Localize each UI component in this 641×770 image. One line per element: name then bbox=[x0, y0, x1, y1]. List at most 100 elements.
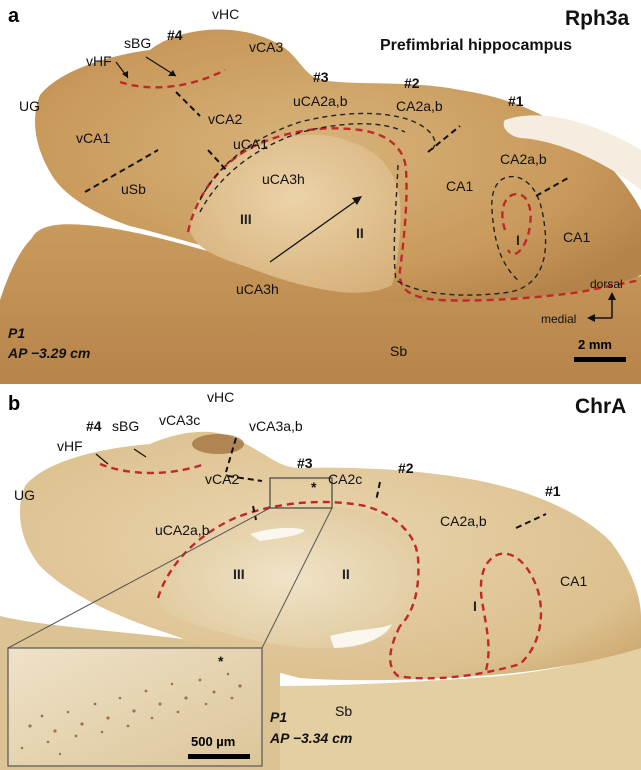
sector-b-2: #2 bbox=[398, 460, 414, 476]
divider-2 bbox=[427, 125, 461, 153]
stain-title-chra: ChrA bbox=[575, 395, 627, 418]
label-b-vca2: vCA2 bbox=[205, 471, 240, 487]
label-b-sb: Sb bbox=[335, 703, 353, 719]
divider-b-2 bbox=[375, 481, 381, 502]
scale-bar-a bbox=[574, 357, 626, 362]
compass-up-head bbox=[608, 292, 616, 300]
zone-b-ii: II bbox=[342, 566, 350, 582]
sector-b-1: #1 bbox=[545, 483, 561, 499]
scale-bar-b bbox=[188, 754, 250, 759]
label-b-vhc: vHC bbox=[207, 389, 235, 405]
arrow-b-sbg bbox=[133, 448, 147, 458]
tissue-sb-region bbox=[0, 224, 641, 384]
age-label-b: P1 bbox=[270, 709, 288, 725]
label-ca2ab-2: CA2a,b bbox=[396, 98, 443, 114]
boundary-red-1 bbox=[119, 68, 226, 89]
sector-1: #1 bbox=[508, 93, 524, 109]
zone-iii: III bbox=[240, 211, 252, 227]
tissue-dentate-region bbox=[190, 134, 401, 293]
label-uca2ab: uCA2a,b bbox=[293, 93, 348, 109]
arrow-uca3h bbox=[269, 197, 361, 263]
inset-connector-left bbox=[7, 507, 271, 649]
label-vca2: vCA2 bbox=[208, 111, 243, 127]
compass-dorsal: dorsal bbox=[590, 277, 623, 291]
label-uca3h-outer: uCA3h bbox=[236, 281, 279, 297]
zone-i: I bbox=[516, 232, 520, 248]
sector-4: #4 bbox=[167, 27, 183, 43]
sector-2: #2 bbox=[404, 75, 420, 91]
arrow-vhf-head bbox=[122, 71, 128, 78]
ventricle-cleft bbox=[503, 115, 641, 190]
divider-vca1 bbox=[84, 149, 159, 193]
label-vca3: vCA3 bbox=[249, 39, 284, 55]
inset-source-box bbox=[269, 477, 333, 509]
compass-left-head bbox=[587, 314, 595, 322]
label-uca1: uCA1 bbox=[233, 136, 269, 152]
label-b-ug: UG bbox=[14, 487, 35, 503]
panel-a: a Rph3a Prefimbrial hippocampus vHC sBG … bbox=[0, 0, 641, 384]
ap-label-b: AP −3.34 cm bbox=[270, 730, 353, 746]
inset-magnified-view bbox=[7, 647, 263, 767]
divider-1 bbox=[535, 177, 569, 197]
boundary-red-b2 bbox=[156, 500, 420, 627]
zone-ii: II bbox=[356, 225, 364, 241]
label-vca1: vCA1 bbox=[76, 130, 111, 146]
scale-label-a: 2 mm bbox=[578, 337, 612, 352]
label-b-ca2c: CA2c bbox=[328, 471, 363, 487]
scale-label-b: 500 µm bbox=[191, 734, 236, 749]
region-subtitle: Prefimbrial hippocampus bbox=[380, 37, 573, 54]
zone-b-iii: III bbox=[233, 566, 245, 582]
label-vhf: vHF bbox=[86, 53, 112, 69]
arrow-sbg-head bbox=[168, 70, 176, 76]
label-ca1-right: CA1 bbox=[563, 229, 591, 245]
label-b-vhf: vHF bbox=[57, 438, 83, 454]
label-ca1-mid: CA1 bbox=[446, 178, 474, 194]
sector-3: #3 bbox=[313, 69, 329, 85]
sector-b-4: #4 bbox=[86, 418, 102, 434]
tissue-lower-right-b bbox=[280, 646, 641, 770]
divider-3 bbox=[207, 149, 229, 173]
divider-b-3 bbox=[252, 505, 257, 521]
stain-title-rph3a: Rph3a bbox=[565, 7, 630, 30]
boundary-black-2 bbox=[199, 123, 406, 213]
panel-b: b ChrA vHC #4 sBG vCA3c vCA3a,b vHF #3 #… bbox=[0, 386, 641, 770]
inset-cell-dots bbox=[20, 672, 242, 756]
boundary-red-b3 bbox=[389, 552, 543, 680]
arrow-uca3h-head bbox=[352, 196, 362, 205]
label-b-sbg: sBG bbox=[112, 418, 140, 434]
label-b-vca3c: vCA3c bbox=[159, 412, 201, 428]
ventricle-slit-2 bbox=[330, 624, 392, 648]
age-label-a: P1 bbox=[8, 325, 26, 341]
panel-letter-b: b bbox=[8, 393, 21, 415]
stained-band-vca3c bbox=[192, 434, 244, 454]
divider-b-1 bbox=[515, 513, 547, 529]
boundary-black-3 bbox=[393, 164, 547, 296]
ap-label-a: AP −3.29 cm bbox=[8, 345, 91, 361]
ventricle-slit-1 bbox=[250, 527, 305, 541]
label-b-ca2ab: CA2a,b bbox=[440, 513, 487, 529]
boundary-red-2 bbox=[186, 127, 641, 302]
label-sbg: sBG bbox=[124, 35, 152, 51]
panel-b-micrograph bbox=[0, 431, 641, 770]
panel-a-micrograph bbox=[0, 29, 641, 384]
label-vhc: vHC bbox=[212, 6, 240, 22]
zone-b-i: I bbox=[473, 598, 477, 614]
divider-b-vhc bbox=[225, 437, 237, 473]
boundary-black-1 bbox=[199, 112, 436, 201]
label-uca3h-inner: uCA3h bbox=[262, 171, 305, 187]
inset-asterisk-main: * bbox=[311, 479, 317, 495]
inset-asterisk: * bbox=[218, 653, 224, 669]
boundary-red-b1 bbox=[99, 462, 206, 475]
panel-letter-a: a bbox=[8, 5, 20, 27]
compass-medial: medial bbox=[541, 312, 577, 326]
arrow-b-vhf bbox=[95, 453, 109, 465]
inset-connector-right bbox=[261, 507, 333, 649]
label-b-ca1: CA1 bbox=[560, 573, 588, 589]
sector-b-3: #3 bbox=[297, 455, 313, 471]
divider-b-vca2 bbox=[227, 475, 263, 482]
tissue-dentate-region-b bbox=[160, 507, 421, 648]
label-ca2ab-1: CA2a,b bbox=[500, 151, 547, 167]
label-usb: uSb bbox=[121, 181, 146, 197]
divider-4 bbox=[175, 91, 201, 117]
label-b-uca2ab: uCA2a,b bbox=[155, 522, 210, 538]
